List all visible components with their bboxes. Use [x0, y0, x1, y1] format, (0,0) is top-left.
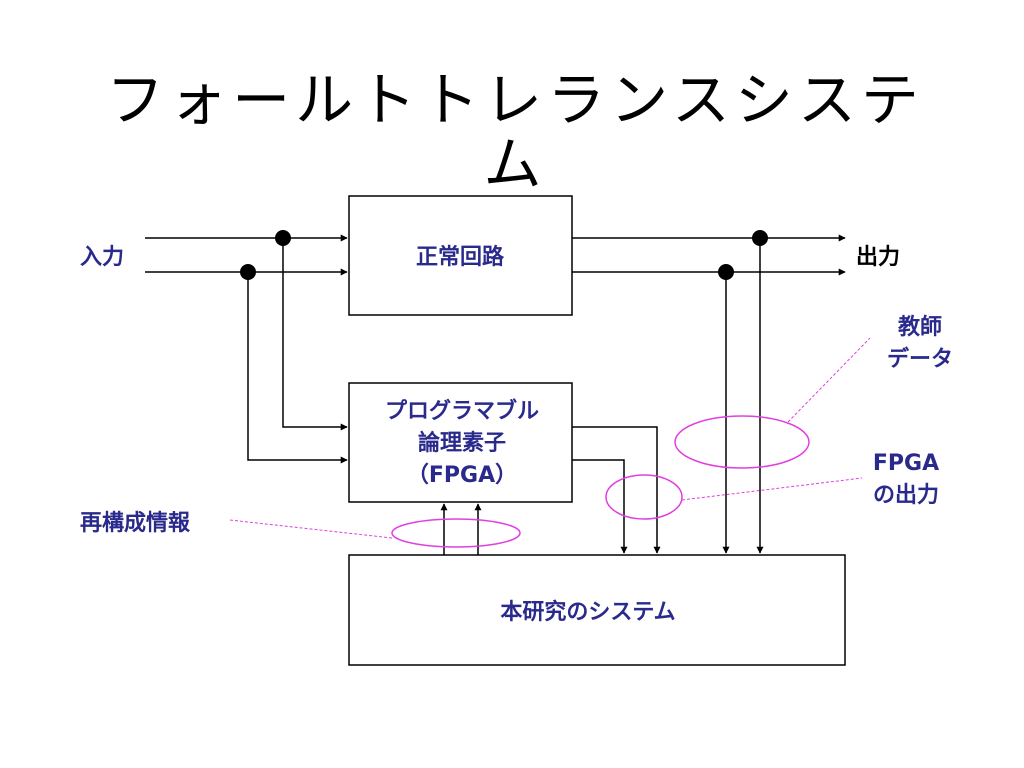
branch-line: [282, 238, 348, 431]
page-title: フォールトトレランスシステム: [106, 66, 924, 198]
teacher-data-callout: [674, 415, 810, 469]
our-system-block: [348, 554, 846, 666]
fpga-output-callout: [605, 474, 683, 520]
our-system-label: 本研究のシステム: [500, 599, 675, 625]
programmable-logic-label-2: 論理素子: [418, 430, 506, 456]
fpga-output-line: [572, 426, 661, 554]
normal-circuit-label: 正常回路: [416, 244, 505, 270]
fpga-output-label-2: の出力: [873, 483, 939, 508]
programmable-logic-label-1: プログラマブル: [385, 398, 539, 424]
fpga-output-label-1: FPGA: [873, 451, 939, 476]
teacher-data-label-1: 教師: [898, 314, 942, 340]
output-label: 出力: [856, 245, 900, 270]
programmable-logic-label-3: （FPGA）: [407, 463, 517, 488]
teacher-data-leader: [787, 337, 871, 423]
reconfig-info-label: 再構成情報: [80, 510, 191, 536]
programmable-logic-block: [348, 382, 573, 503]
teacher-data-label-2: データ: [887, 346, 953, 372]
normal-circuit-block: [348, 195, 573, 316]
branch-line: [247, 272, 348, 464]
input-label: 入力: [80, 245, 124, 270]
fpga-output-leader: [681, 477, 863, 501]
fpga-output-line: [572, 459, 628, 554]
reconfig-callout: [391, 518, 521, 548]
reconfig-leader: [229, 519, 393, 539]
